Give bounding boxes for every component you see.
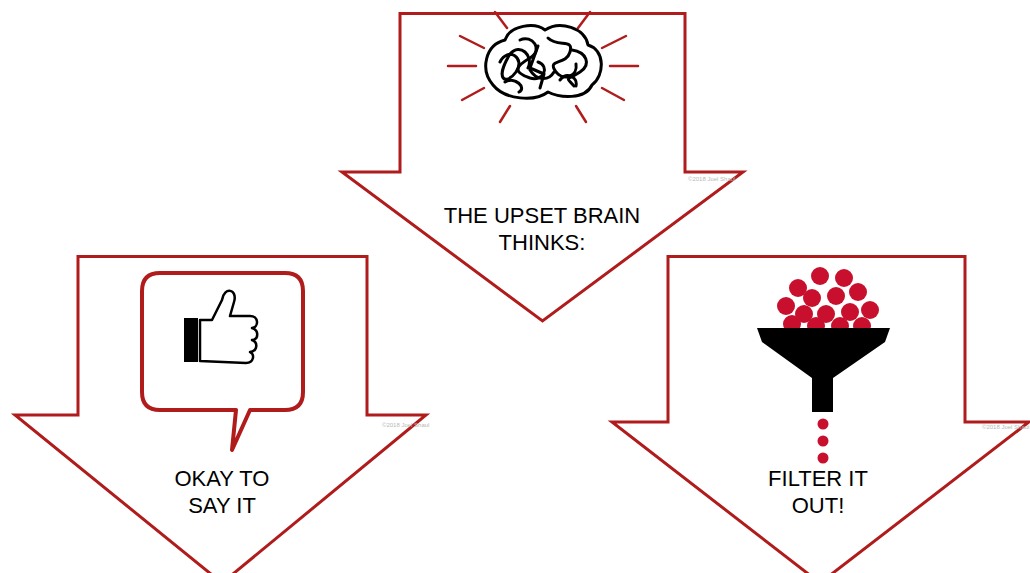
watermark: ©2018 Joel Shaul <box>688 176 735 183</box>
watermark: ©2018 Joel Shaul <box>382 422 429 429</box>
arrow-text: FILTER IT OUT! <box>753 465 883 519</box>
arrow-box: FILTER IT OUT! <box>610 255 1030 573</box>
arrow-outline <box>610 255 1030 573</box>
arrow-outline <box>13 255 428 573</box>
arrow-shape <box>15 257 426 573</box>
funnel-icon <box>757 328 890 412</box>
arrow-text: OKAY TO SAY IT <box>162 465 282 519</box>
filter-balls <box>777 267 879 464</box>
brain-icon <box>486 26 601 99</box>
arrow-box: OKAY TO SAY IT <box>13 255 428 573</box>
speech-bubble <box>142 273 303 450</box>
watermark: ©2018 Joel Shaul <box>982 424 1029 431</box>
brain-rays <box>448 12 638 122</box>
thumbs-up-icon <box>184 291 257 363</box>
arrow-text: THE UPSET BRAIN THINKS: <box>442 202 642 256</box>
arrow-shape <box>612 257 1029 573</box>
